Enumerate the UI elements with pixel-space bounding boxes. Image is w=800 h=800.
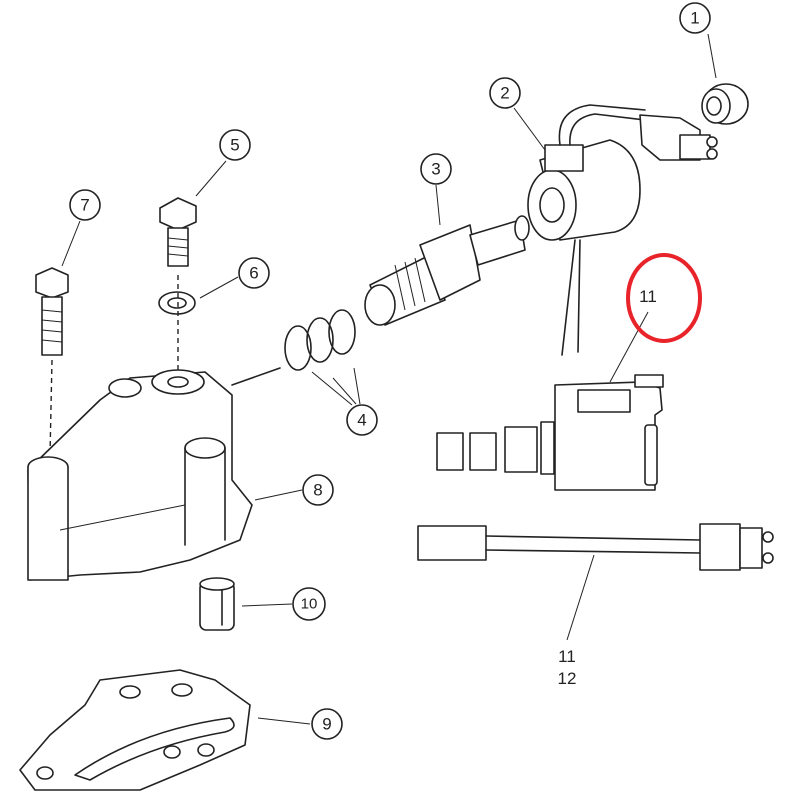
callout-label: 6 xyxy=(249,264,258,283)
bottom-label-12: 12 xyxy=(558,669,577,688)
callout-label: 5 xyxy=(230,136,239,155)
callout-3: 3 xyxy=(420,153,452,185)
callout-4: 4 xyxy=(346,404,378,436)
callout-label: 2 xyxy=(500,84,509,103)
callout-6: 6 xyxy=(238,257,270,289)
callout-label: 7 xyxy=(80,196,89,215)
leader-lines xyxy=(61,33,717,725)
part-9-gasket xyxy=(19,669,251,791)
bottom-label-11: 11 xyxy=(558,647,576,666)
part-8-housing xyxy=(27,367,281,581)
part-10-sleeve xyxy=(199,577,235,631)
part-12-harness xyxy=(417,523,774,571)
callout-2: 2 xyxy=(489,77,521,109)
part-4-o-rings xyxy=(284,309,356,371)
callout-8: 8 xyxy=(302,474,334,506)
part-11-solenoid-valve xyxy=(436,374,664,491)
part-11-label: 11 xyxy=(639,287,657,306)
callout-label: 1 xyxy=(690,9,699,28)
part-3-cartridge-valve xyxy=(364,215,530,326)
callout-9: 9 xyxy=(311,708,343,740)
callout-label: 3 xyxy=(431,160,440,179)
callout-1: 1 xyxy=(679,2,711,34)
callout-label: 8 xyxy=(313,481,322,500)
callout-label: 10 xyxy=(301,596,318,613)
part-1-nut xyxy=(701,83,749,125)
part-5-bolt xyxy=(159,197,197,267)
callout-label: 9 xyxy=(322,715,331,734)
highlight-circle xyxy=(626,253,702,343)
callout-7: 7 xyxy=(69,189,101,221)
part-6-washer xyxy=(158,291,196,315)
callout-label: 4 xyxy=(357,411,366,430)
part-2-coil xyxy=(527,104,718,356)
callout-5: 5 xyxy=(219,129,251,161)
callout-10: 10 xyxy=(292,587,326,621)
part-7-long-bolt xyxy=(35,267,179,456)
